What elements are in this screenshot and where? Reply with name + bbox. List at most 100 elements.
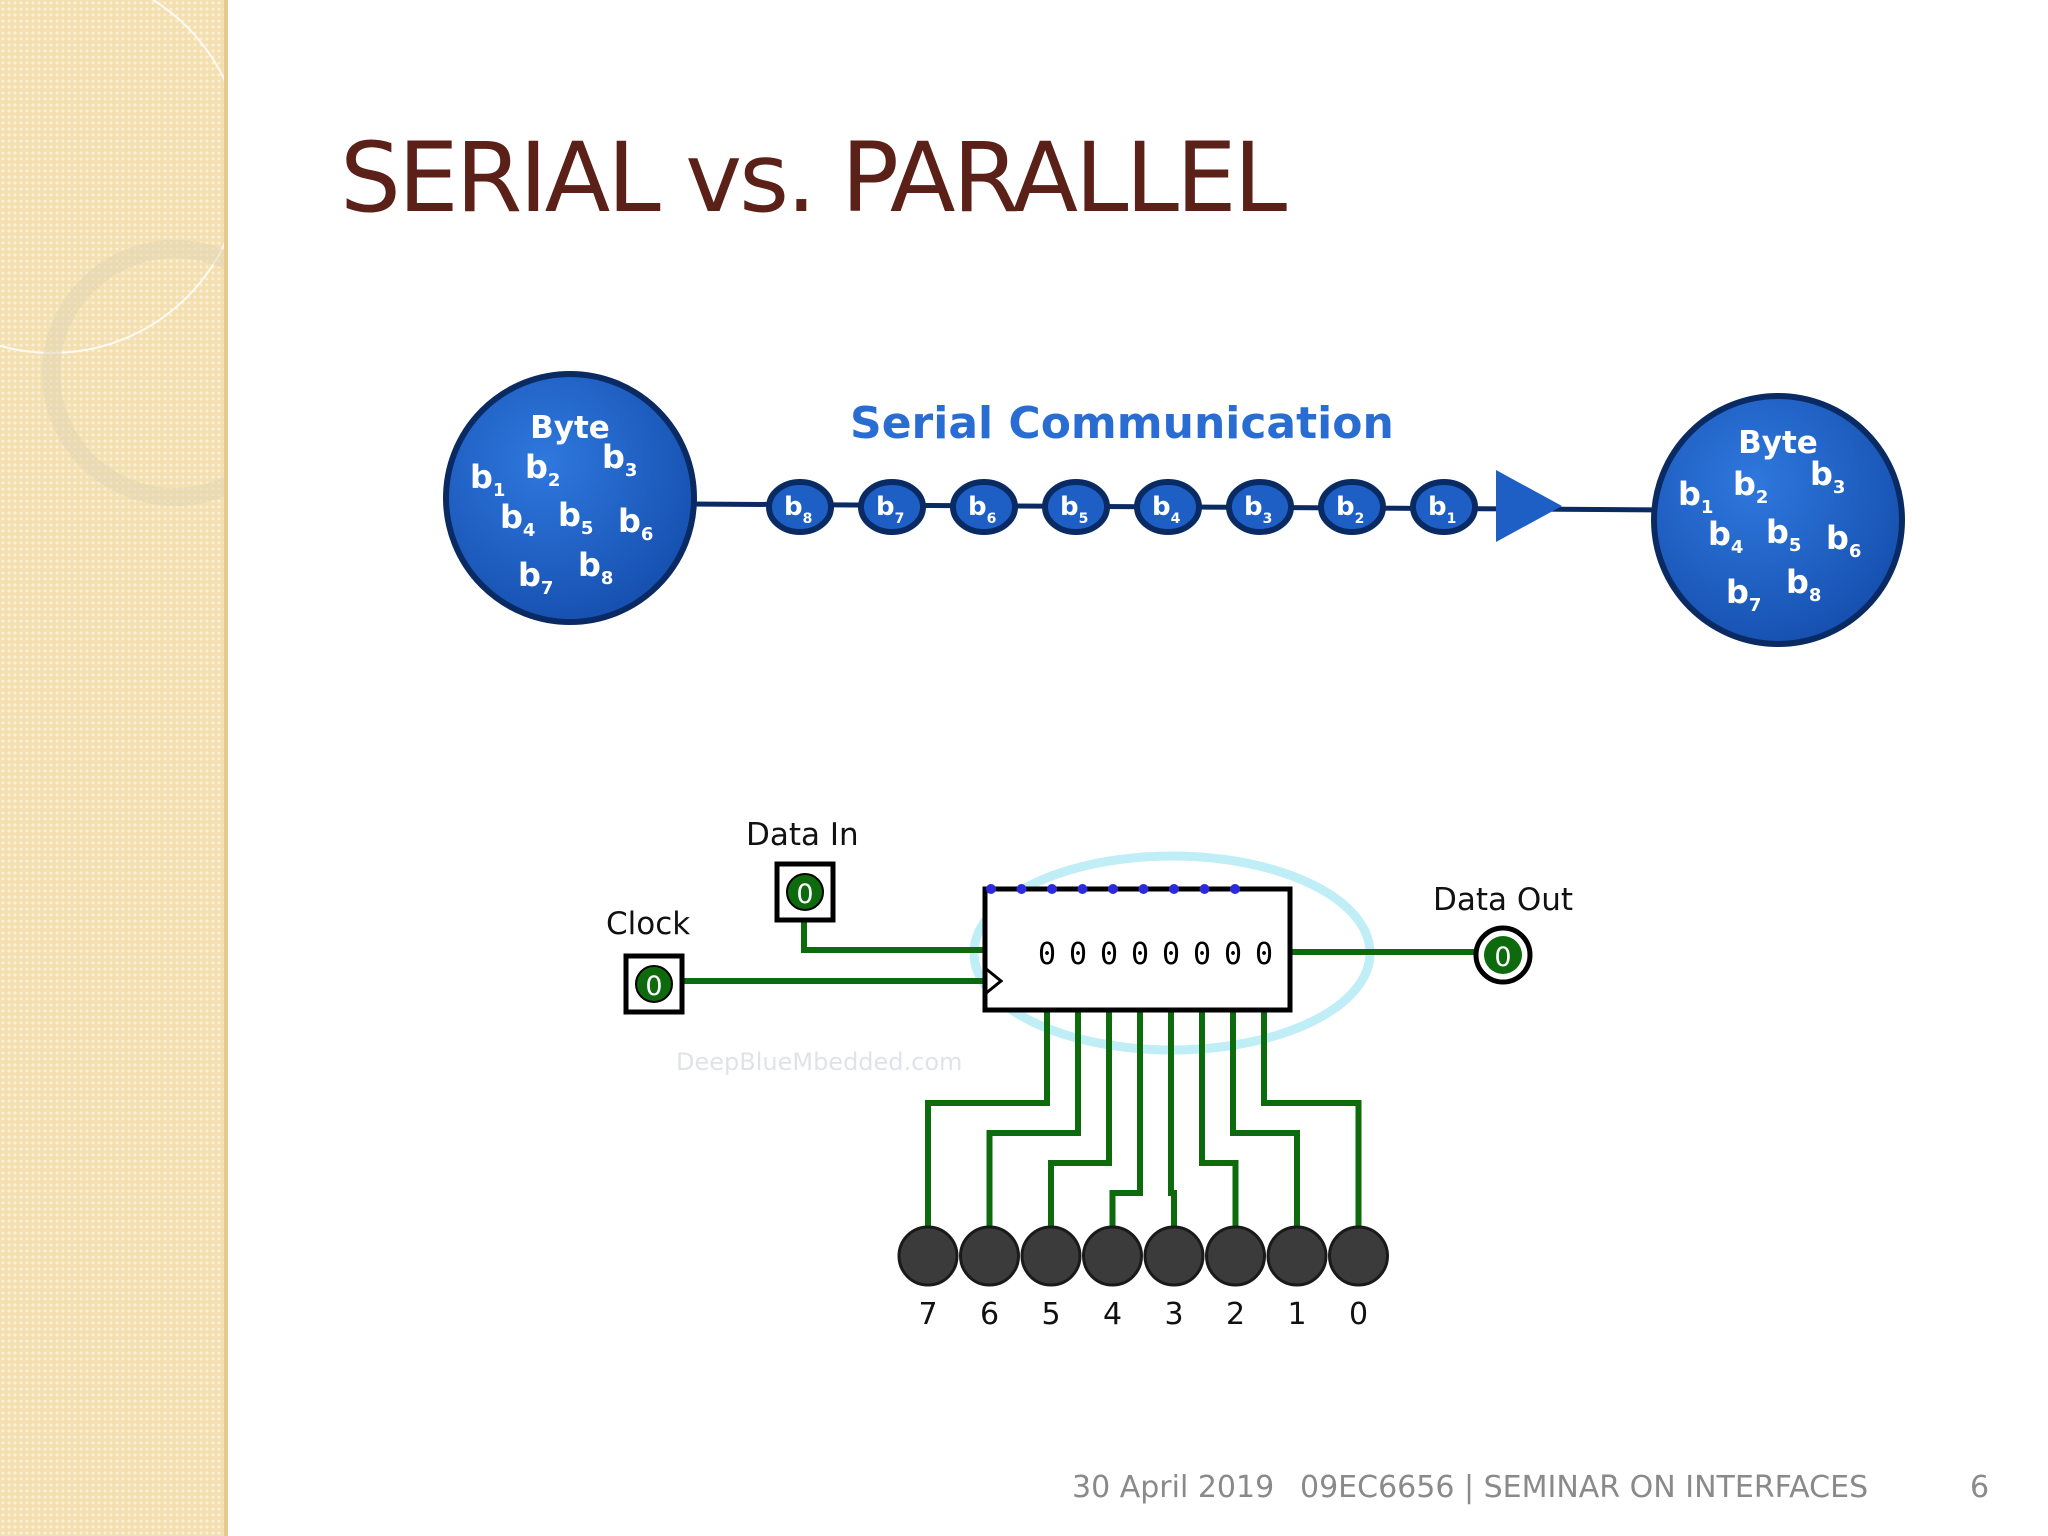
clock-input-notch: [984, 966, 1004, 996]
output-led-4: [1082, 1225, 1143, 1287]
stream-bit-ball: [1410, 479, 1478, 535]
serial-caption: Serial Communication: [850, 398, 1394, 449]
sender-bit-6-subscript: 6: [641, 524, 654, 545]
output-led-1: [1266, 1225, 1328, 1287]
serial-arrowhead: [1496, 470, 1562, 542]
receiver-bit-6-letter: b: [1826, 519, 1849, 557]
stream-bit-7-letter: b: [876, 492, 895, 522]
register-bit: 0: [1038, 937, 1056, 972]
watermark: DeepBlueMbedded.com: [676, 1048, 962, 1076]
stream-bit-6-letter: b: [968, 492, 987, 522]
footer-page-number: 6: [1970, 1470, 1990, 1505]
stream-bit-3: b3: [1244, 492, 1272, 527]
output-label-2: 2: [1226, 1297, 1245, 1332]
sender-bit-3: b3: [602, 438, 637, 481]
sender-bit-4-subscript: 4: [523, 520, 536, 541]
receiver-bit-3-letter: b: [1810, 455, 1833, 493]
receiver-bit-7: b7: [1726, 573, 1761, 616]
receiver-byte-ball: [1651, 393, 1905, 647]
stream-bit-5: b5: [1060, 492, 1088, 527]
stream-bit-8-letter: b: [784, 492, 803, 522]
receiver-bit-4: b4: [1708, 515, 1743, 558]
receiver-bit-3-subscript: 3: [1833, 477, 1846, 498]
output-wire: [1048, 1010, 1112, 1228]
receiver-bit-3: b3: [1810, 455, 1845, 498]
register-pin: [1108, 884, 1118, 894]
stream-bit-2-subscript: 2: [1355, 511, 1365, 527]
receiver-bit-2-subscript: 2: [1756, 487, 1769, 508]
stream-bit-8: b8: [784, 492, 812, 527]
output-wire: [1230, 1010, 1300, 1228]
stream-bit-6-subscript: 6: [987, 511, 997, 527]
data-in-value: 0: [796, 879, 813, 910]
register-pin: [1047, 884, 1057, 894]
stream-bit-4: b4: [1152, 492, 1181, 527]
clock-switch-button: [635, 965, 673, 1003]
sender-bit-6-letter: b: [618, 502, 641, 540]
stream-bit-4-subscript: 4: [1171, 511, 1181, 527]
sender-bit-5: b5: [558, 496, 593, 539]
stream-bit-2: b2: [1336, 492, 1364, 527]
output-label-7: 7: [918, 1297, 937, 1332]
stream-bit-1: b1: [1428, 492, 1456, 527]
sender-bit-8-subscript: 8: [601, 568, 614, 589]
receiver-bit-4-subscript: 4: [1731, 537, 1744, 558]
stream-bit-3-letter: b: [1244, 492, 1263, 522]
register-bit: 0: [1131, 937, 1149, 972]
register-pin: [1230, 884, 1240, 894]
receiver-byte-label: Byte: [1738, 425, 1818, 461]
receiver-bit-7-subscript: 7: [1749, 595, 1762, 616]
register-bit: 0: [1100, 937, 1118, 972]
sender-bit-4-letter: b: [500, 498, 523, 536]
output-wire: [1109, 1010, 1143, 1228]
sender-bit-1-subscript: 1: [493, 480, 506, 501]
output-label-4: 4: [1103, 1297, 1122, 1332]
stream-bit-1-subscript: 1: [1447, 511, 1457, 527]
register-bit: 0: [1193, 937, 1211, 972]
receiver-bit-8: b8: [1786, 563, 1821, 606]
shift-register: [982, 886, 1293, 1013]
output-label-1: 1: [1287, 1297, 1306, 1332]
stream-bit-8-subscript: 8: [803, 511, 813, 527]
footer-date: 30 April 2019: [1072, 1470, 1275, 1505]
register-pin: [1077, 884, 1088, 894]
register-pin: [986, 884, 996, 894]
sender-bit-1-letter: b: [470, 458, 493, 496]
output-led-6: [959, 1225, 1020, 1287]
stream-bit-ball: [1318, 479, 1386, 535]
output-label-5: 5: [1041, 1297, 1060, 1332]
stream-bit-1-letter: b: [1428, 492, 1447, 522]
sender-byte-label: Byte: [530, 410, 610, 446]
sender-bit-2-subscript: 2: [548, 470, 561, 491]
sender-bit-8-letter: b: [578, 546, 601, 584]
sender-bit-5-letter: b: [558, 496, 581, 534]
register-bit: 0: [1255, 937, 1273, 972]
receiver-bit-8-subscript: 8: [1809, 585, 1822, 606]
data-in-label: Data In: [746, 817, 859, 853]
register-bit: 0: [1224, 937, 1242, 972]
receiver-bit-5-letter: b: [1766, 513, 1789, 551]
clock-label: Clock: [606, 906, 690, 942]
sender-bit-7-subscript: 7: [541, 578, 554, 599]
receiver-bit-5-subscript: 5: [1789, 535, 1802, 556]
sender-bit-7-letter: b: [518, 556, 541, 594]
data-in-switch-button: [786, 873, 824, 911]
stream-bit-5-subscript: 5: [1079, 511, 1089, 527]
register-pin: [1016, 884, 1027, 894]
stream-bit-ball: [1226, 479, 1294, 535]
sidebar-edge: [224, 0, 228, 1536]
output-led-7: [897, 1225, 959, 1287]
sender-bit-5-subscript: 5: [581, 518, 594, 539]
stream-bit-6: b6: [968, 492, 996, 527]
register-bit: 0: [1162, 937, 1180, 972]
stream-bit-5-letter: b: [1060, 492, 1079, 522]
receiver-bit-1: b1: [1678, 475, 1713, 518]
output-label-0: 0: [1349, 1297, 1368, 1332]
parallel-output-wires: [925, 1010, 1362, 1228]
